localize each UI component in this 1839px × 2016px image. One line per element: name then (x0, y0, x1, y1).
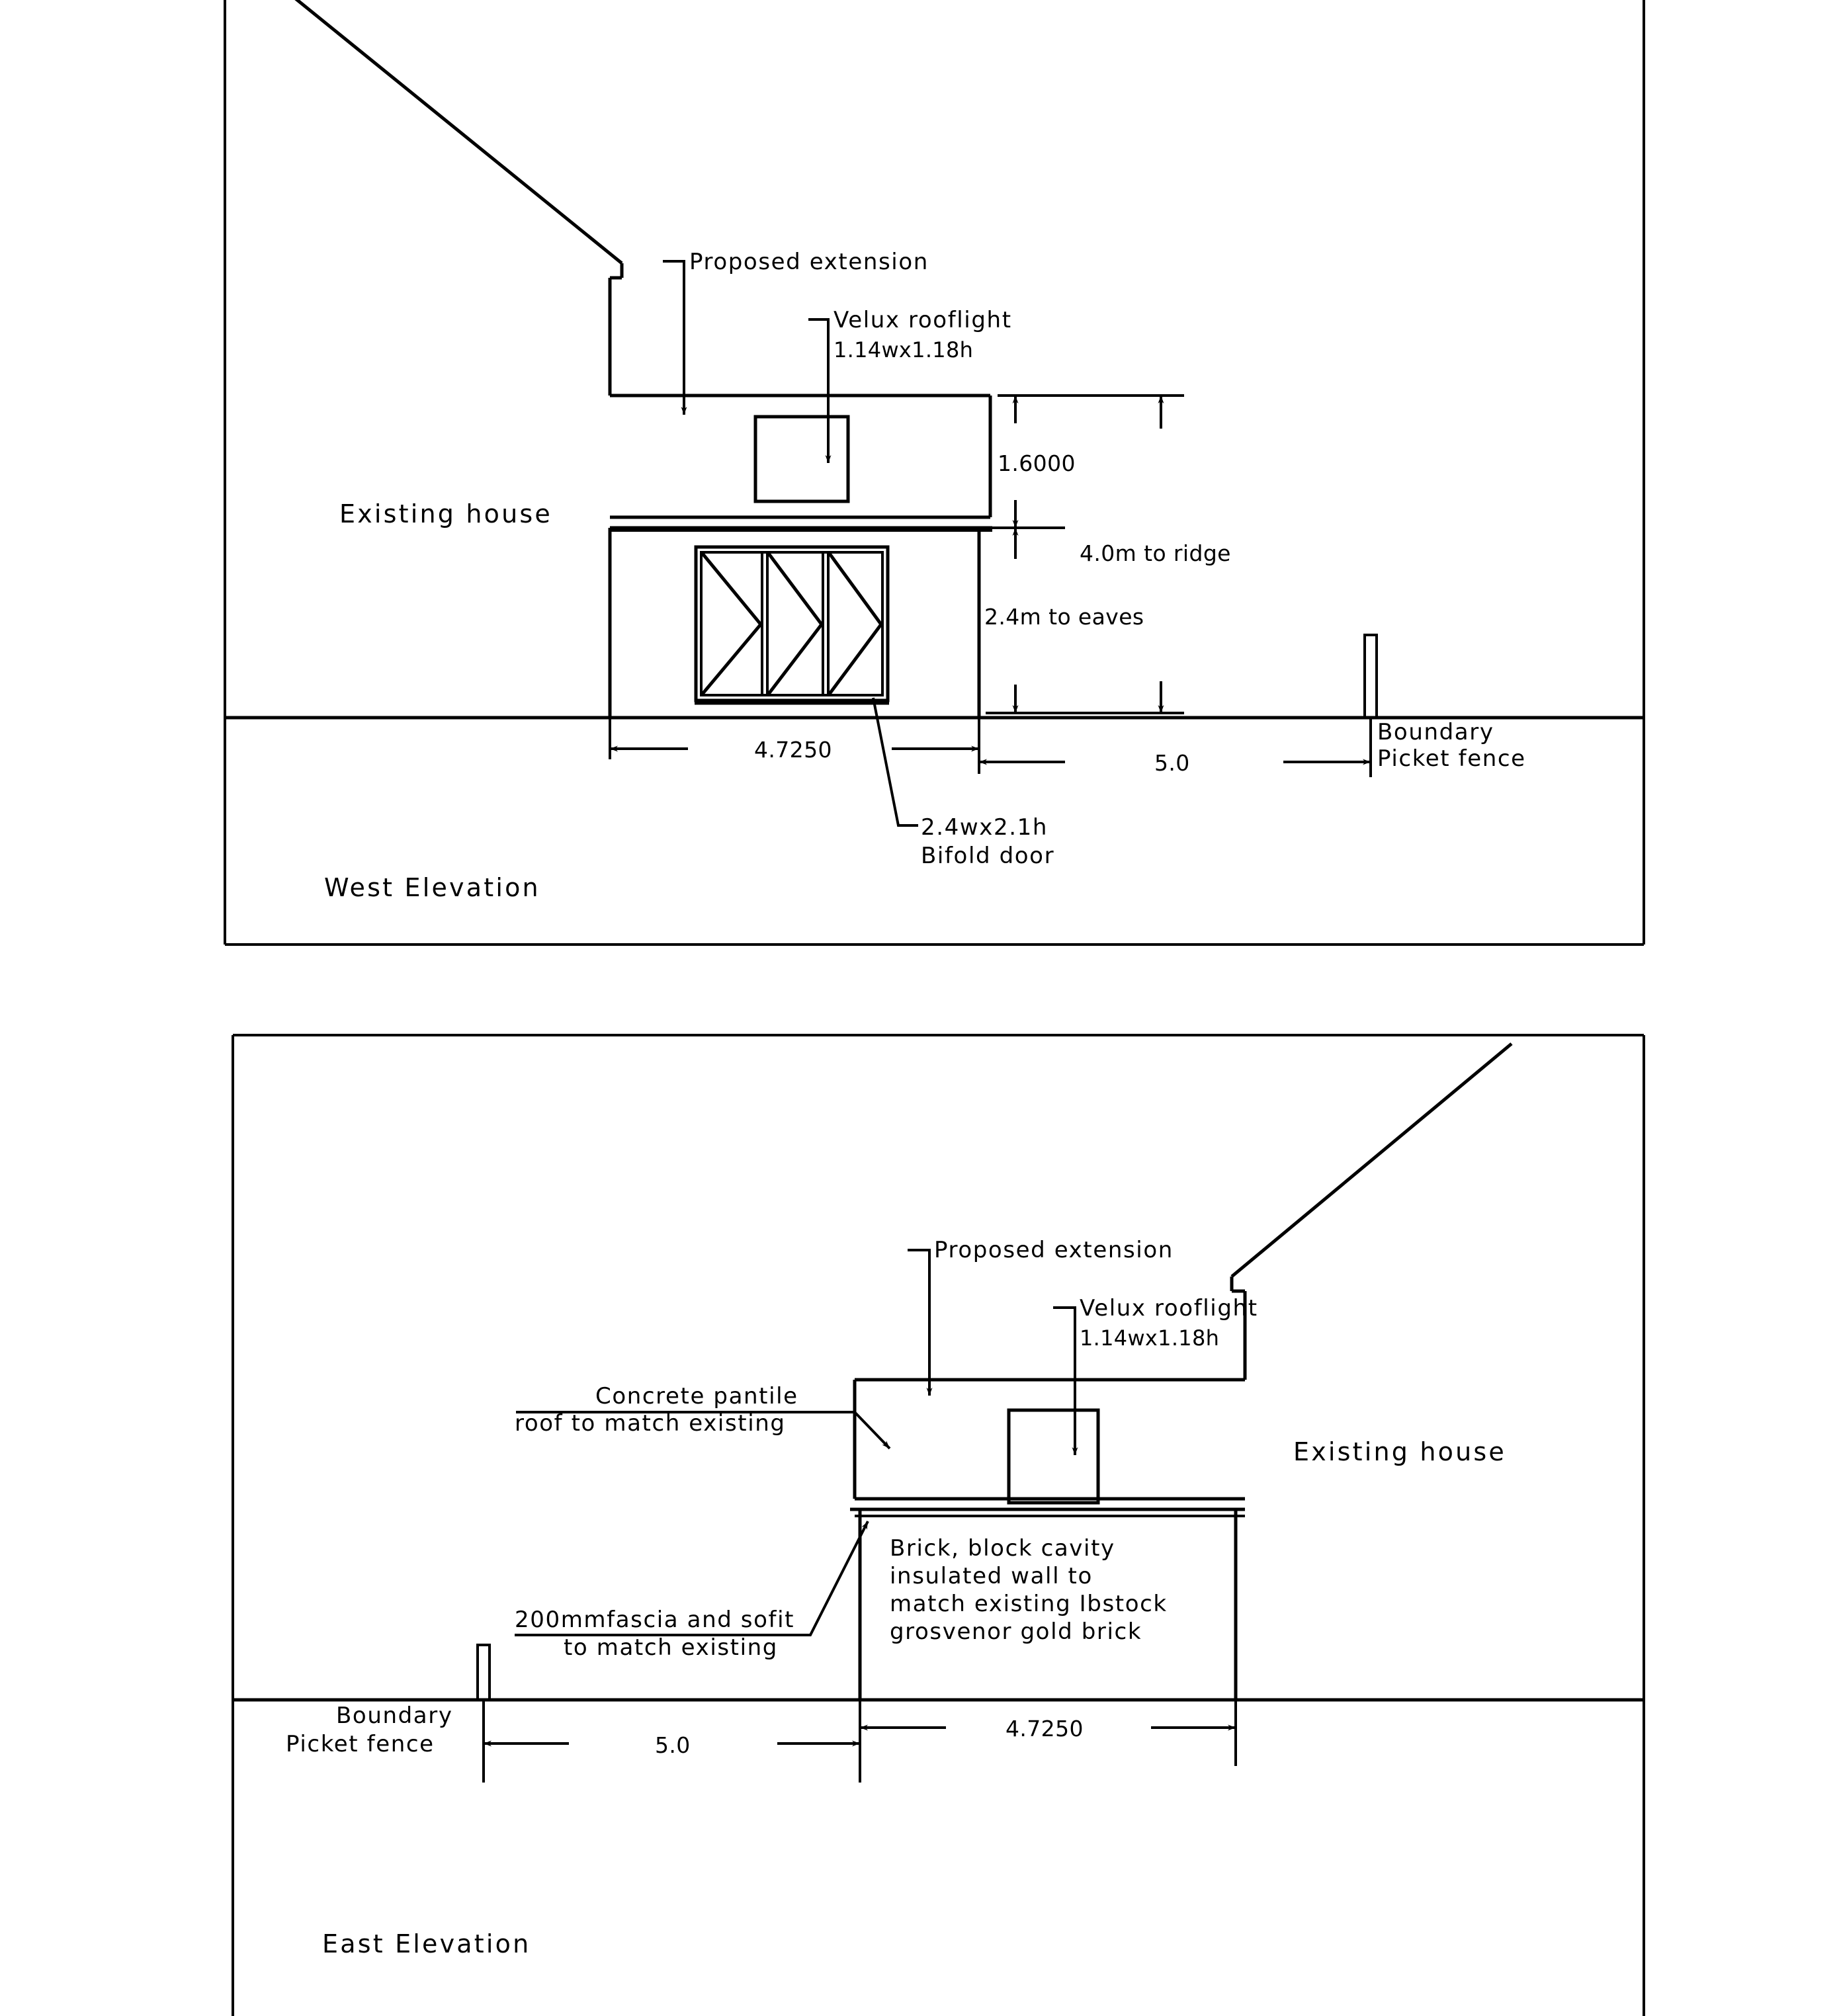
west-bifold-label-line1: 2.4wx2.1h (921, 814, 1048, 841)
west-dim-to-ridge-label: 4.0m to ridge (1080, 540, 1231, 566)
west-existing-house-roof (294, 0, 624, 396)
east-leader-fascia (515, 1521, 869, 1636)
west-leader-proposed-extension (663, 260, 687, 415)
east-extension-roof-band (853, 1378, 1245, 1501)
west-extension-roof-band (610, 394, 992, 519)
west-boundary-label-line2: Picket fence (1377, 745, 1526, 772)
west-existing-house-label: Existing house (339, 499, 552, 528)
east-fascia-label-line1: 200mmfascia and sofit (515, 1607, 794, 1633)
west-panel-frame (224, 0, 1645, 946)
east-boundary-label-line2: Picket fence (286, 1731, 435, 1757)
east-fascia-band (850, 1497, 1245, 1517)
east-velux-rooflight (1007, 1408, 1100, 1505)
east-wall-label-line1: Brick, block cavity (890, 1535, 1115, 1562)
east-leader-pantile (516, 1411, 891, 1450)
west-dim-to-ridge (986, 394, 1184, 714)
west-bifold-door (694, 545, 890, 705)
east-existing-house-label: Existing house (1293, 1437, 1506, 1466)
west-extension-wall (608, 528, 981, 718)
west-velux-label-line2: 1.14wx1.18h (834, 337, 973, 362)
west-bifold-label-line2: Bifold door (921, 843, 1054, 869)
west-dim-boundary-offset (978, 718, 1371, 774)
east-pantile-label-line1: Concrete pantile (595, 1383, 798, 1409)
west-elevation-panel: Proposed extension Velux rooflight 1.14w… (224, 0, 1645, 946)
west-velux-label-line1: Velux rooflight (834, 307, 1012, 333)
east-existing-house-roof (1230, 1042, 1513, 1380)
east-leader-velux (1053, 1306, 1078, 1455)
east-velux-label-line2: 1.14wx1.18h (1080, 1325, 1219, 1351)
west-boundary-label-line1: Boundary (1377, 719, 1494, 745)
east-velux-label-line1: Velux rooflight (1080, 1295, 1258, 1322)
west-dim-to-eaves-label: 2.4m to eaves (984, 604, 1144, 630)
west-dim-boundary-offset-label: 5.0 (1154, 750, 1190, 776)
west-dim-roof-height-label: 1.6000 (998, 450, 1076, 476)
east-proposed-extension-label: Proposed extension (934, 1237, 1174, 1263)
east-pantile-label-line2: roof to match existing (515, 1410, 786, 1437)
east-wall-label-line2: insulated wall to (890, 1563, 1093, 1589)
east-wall-label-line4: grosvenor gold brick (890, 1618, 1142, 1645)
west-leader-velux (808, 318, 832, 463)
east-wall-label-line3: match existing Ibstock (890, 1591, 1168, 1617)
east-elevation-title: East Elevation (322, 1929, 531, 1958)
east-dim-boundary-offset-label: 5.0 (655, 1732, 691, 1758)
east-leader-proposed-extension (908, 1249, 933, 1396)
west-proposed-extension-label: Proposed extension (689, 249, 929, 275)
west-dim-width-label: 4.7250 (754, 737, 832, 763)
east-dim-width-label: 4.7250 (1005, 1716, 1084, 1742)
east-panel-frame (232, 1034, 1645, 2016)
east-fascia-label-line2: to match existing (564, 1634, 778, 1661)
east-elevation-panel: Proposed extension Velux rooflight 1.14w… (232, 1034, 1645, 2016)
west-fascia-band (610, 516, 992, 532)
west-velux-rooflight (753, 415, 850, 503)
west-boundary-fence (1363, 634, 1378, 777)
west-leader-bifold-door (872, 697, 918, 827)
east-extension-wall (858, 1509, 1238, 1700)
east-dim-width (859, 1700, 1237, 1766)
east-boundary-label-line1: Boundary (336, 1702, 453, 1729)
west-elevation-title: West Elevation (324, 873, 540, 902)
